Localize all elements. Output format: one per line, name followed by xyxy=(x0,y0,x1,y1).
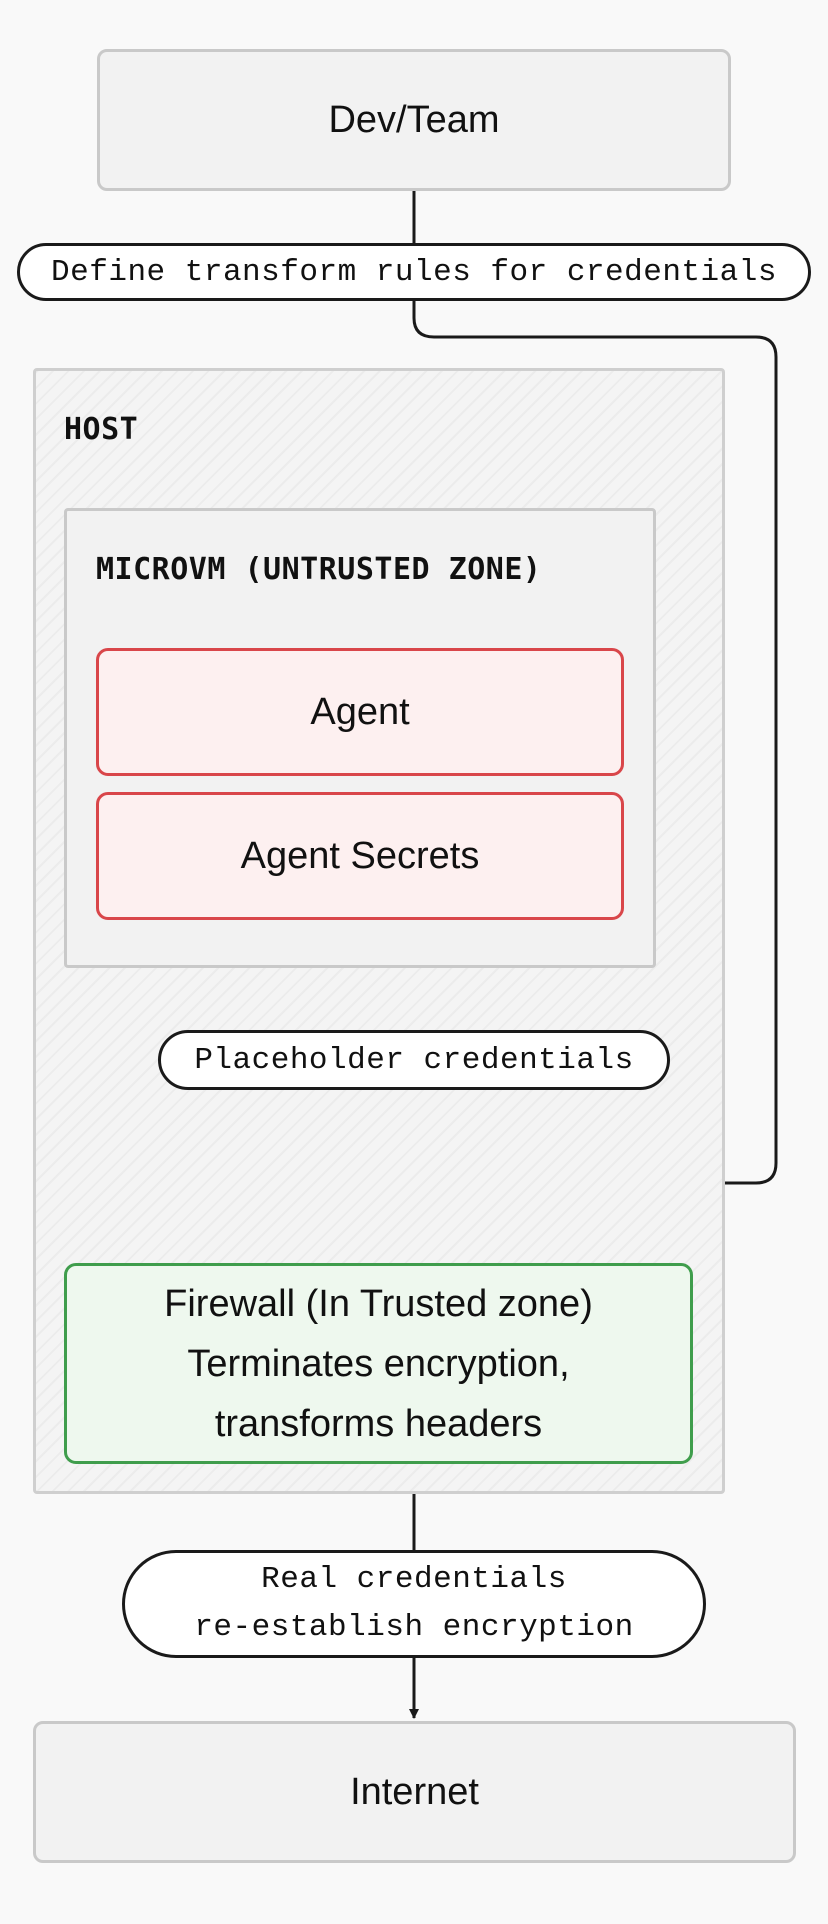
firewall-line2: Terminates encryption, xyxy=(187,1342,570,1385)
agent-node: Agent xyxy=(96,648,624,776)
real-credentials-pill: Real credentials re-establish encryption xyxy=(122,1550,706,1658)
internet-node: Internet xyxy=(33,1721,796,1863)
firewall-node: Firewall (In Trusted zone) Terminates en… xyxy=(64,1263,693,1464)
microvm-label: MICROVM (UNTRUSTED ZONE) xyxy=(96,552,542,587)
dev-team-node: Dev/Team xyxy=(97,49,731,191)
agent-secrets-label: Agent Secrets xyxy=(240,834,480,877)
host-label: HOST xyxy=(64,412,139,447)
placeholder-credentials-label: Placeholder credentials xyxy=(194,1042,634,1078)
dev-team-label: Dev/Team xyxy=(328,98,500,141)
internet-label: Internet xyxy=(350,1770,479,1813)
real-credentials-line1: Real credentials xyxy=(261,1562,567,1597)
firewall-line3: transforms headers xyxy=(214,1402,543,1445)
define-rules-pill: Define transform rules for credentials xyxy=(17,243,811,301)
agent-label: Agent xyxy=(310,690,410,733)
firewall-line1: Firewall (In Trusted zone) xyxy=(164,1282,593,1325)
real-credentials-line2: re-establish encryption xyxy=(194,1610,634,1645)
placeholder-credentials-pill: Placeholder credentials xyxy=(158,1030,670,1090)
agent-secrets-node: Agent Secrets xyxy=(96,792,624,920)
define-rules-label: Define transform rules for credentials xyxy=(51,254,777,290)
